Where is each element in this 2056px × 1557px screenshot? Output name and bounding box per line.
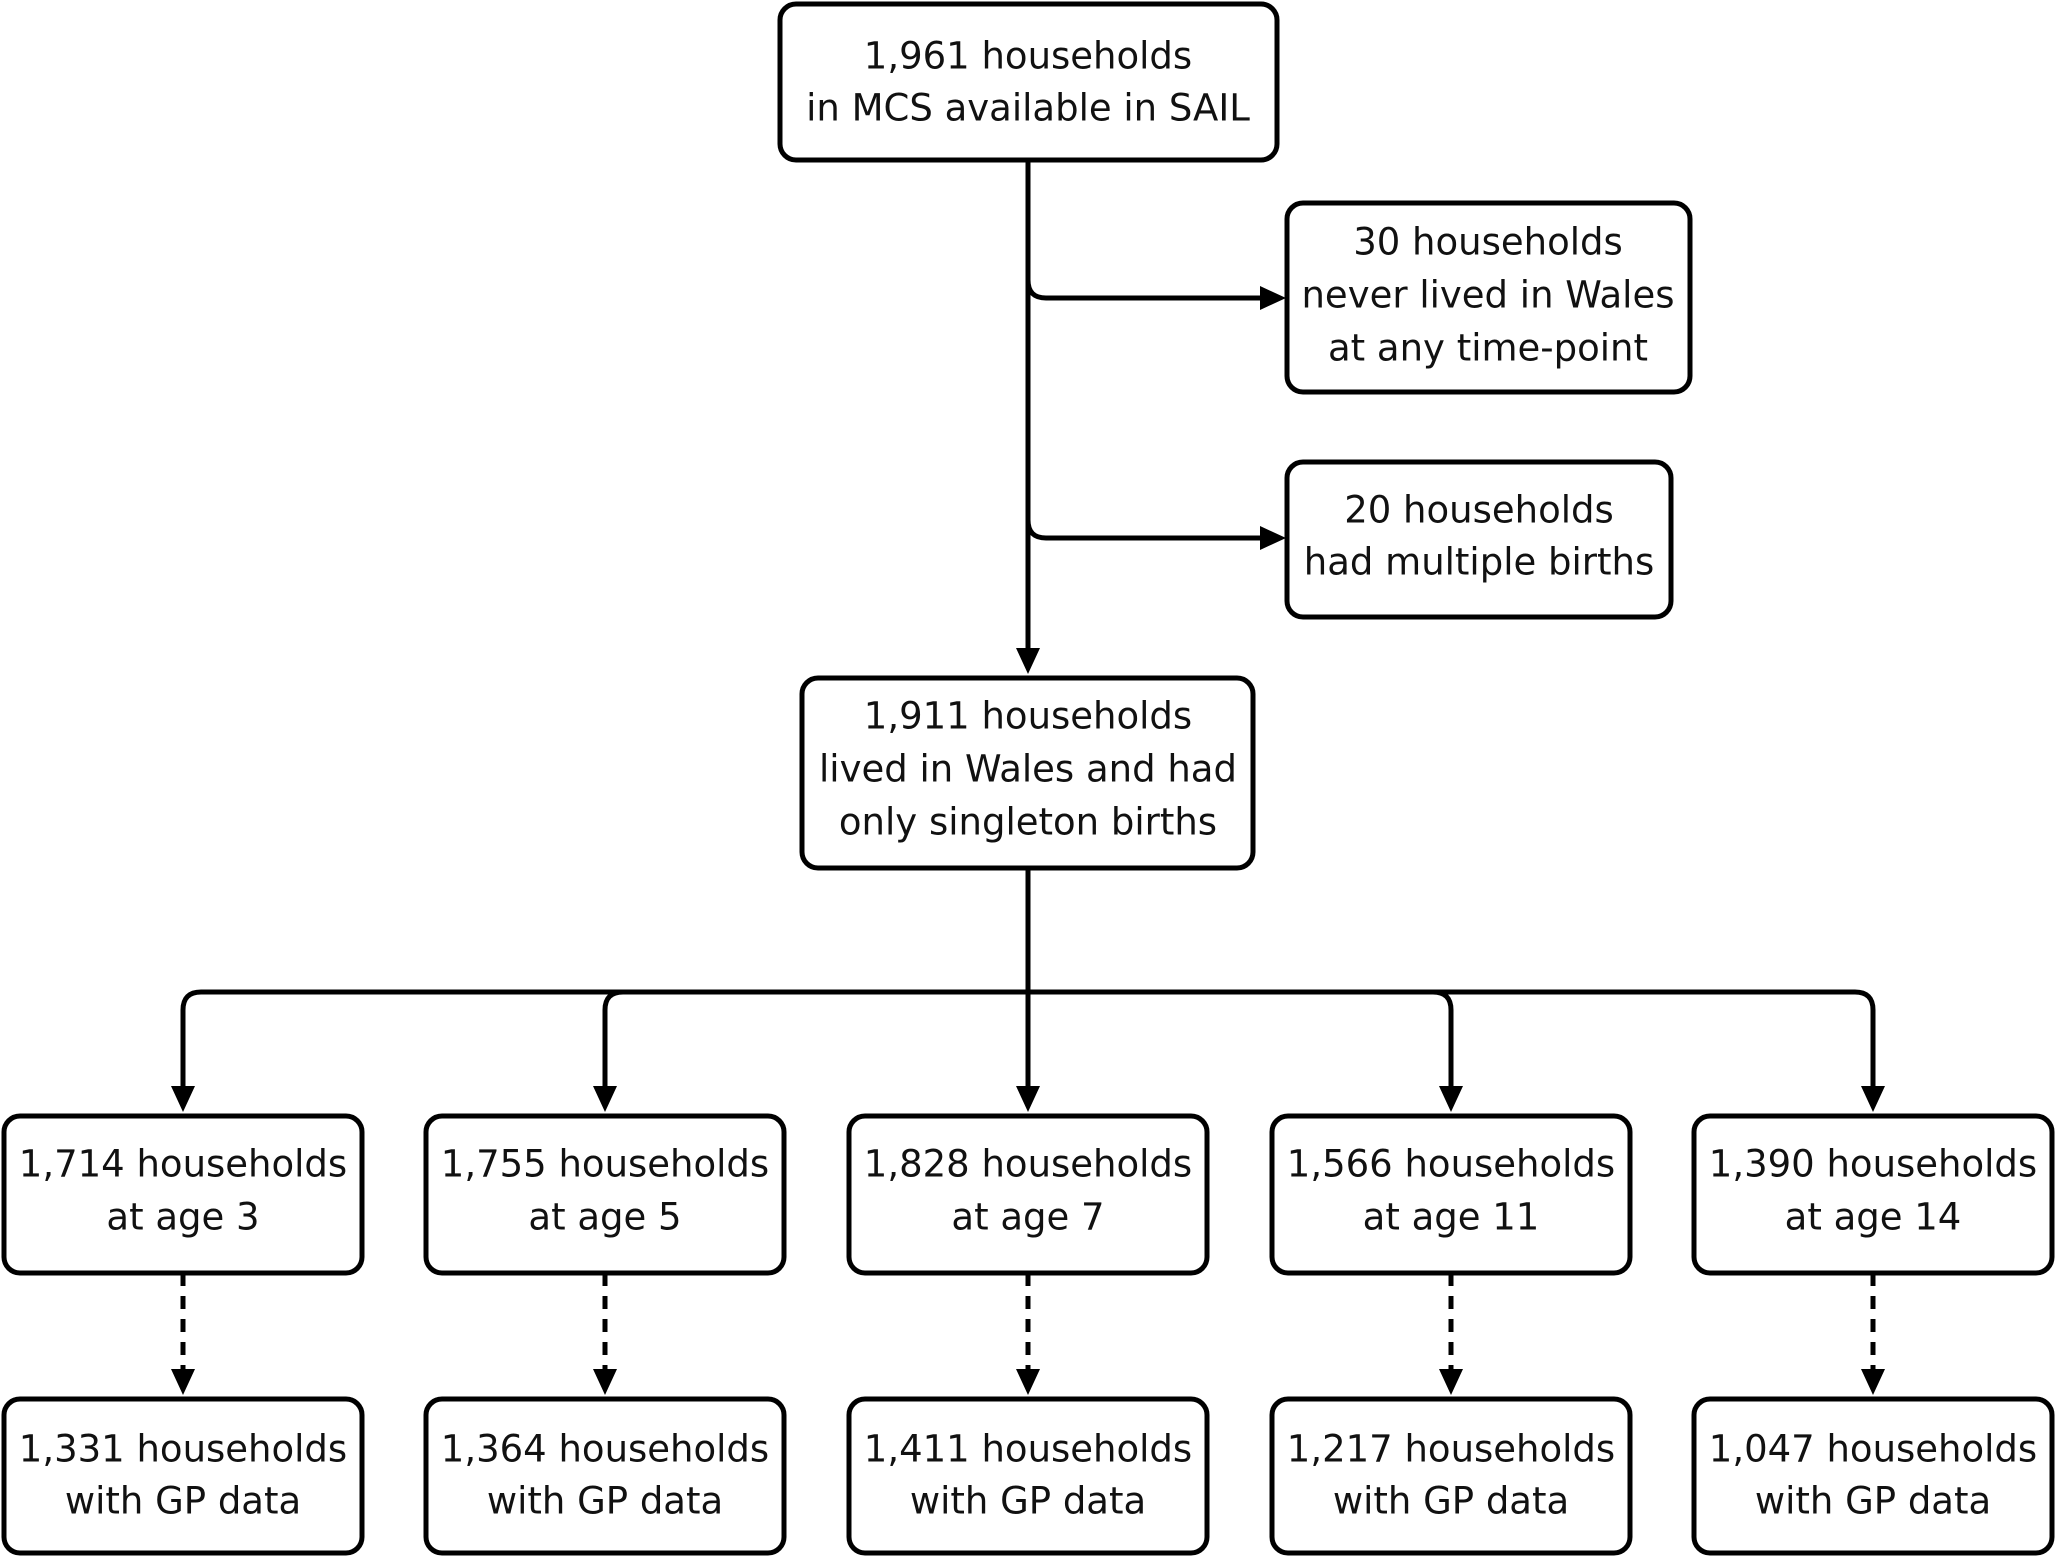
node-age-3-line2: at age 3 bbox=[106, 1196, 259, 1239]
node-exclusion-1-box bbox=[1284, 200, 1693, 395]
connectors bbox=[171, 160, 1885, 1395]
node-exclusion-2-line2: had multiple births bbox=[1304, 541, 1654, 584]
node-eligible-households-box bbox=[799, 675, 1256, 871]
node-exclusion-1-line3: at any time-point bbox=[1328, 327, 1648, 370]
node-gp-age-7: 1,411 households with GP data bbox=[846, 1396, 1210, 1556]
arrowhead-gp-3 bbox=[1016, 1369, 1040, 1395]
arrowhead-exclusion-2 bbox=[1260, 526, 1286, 550]
connector-bus-age-11 bbox=[1432, 989, 1454, 1088]
node-age-11-line2: at age 11 bbox=[1363, 1196, 1540, 1239]
node-age-11: 1,566 households at age 11 bbox=[1269, 1113, 1633, 1276]
node-gp-age-5-line1: 1,364 households bbox=[441, 1428, 769, 1471]
node-gp-age-11-line2: with GP data bbox=[1333, 1480, 1569, 1523]
node-gp-age-3-line2: with GP data bbox=[65, 1480, 301, 1523]
arrowhead-age-5 bbox=[593, 1086, 617, 1112]
arrowhead-age-11 bbox=[1439, 1086, 1463, 1112]
connector-bus bbox=[180, 989, 1876, 1088]
node-gp-age-5-line2: with GP data bbox=[487, 1480, 723, 1523]
node-eligible-households: 1,911 households lived in Wales and had … bbox=[799, 675, 1256, 871]
node-gp-age-11-box bbox=[1269, 1396, 1633, 1556]
node-gp-age-7-line1: 1,411 households bbox=[864, 1428, 1192, 1471]
arrowhead-middle bbox=[1016, 648, 1040, 674]
node-age-14-box bbox=[1691, 1113, 2055, 1276]
connector-bus-age-5 bbox=[602, 989, 624, 1088]
node-total-households-box bbox=[777, 1, 1280, 163]
node-total-households-line1: 1,961 households bbox=[864, 35, 1192, 78]
node-age-14-line1: 1,390 households bbox=[1709, 1143, 2037, 1186]
node-age-7-box bbox=[846, 1113, 1210, 1276]
node-age-7: 1,828 households at age 7 bbox=[846, 1113, 1210, 1276]
node-total-households: 1,961 households in MCS available in SAI… bbox=[777, 1, 1280, 163]
node-gp-age-3-line1: 1,331 households bbox=[19, 1428, 347, 1471]
node-age-11-box bbox=[1269, 1113, 1633, 1276]
arrowhead-age-14 bbox=[1861, 1086, 1885, 1112]
arrowhead-gp-1 bbox=[171, 1369, 195, 1395]
node-gp-age-7-line2: with GP data bbox=[910, 1480, 1146, 1523]
node-gp-age-5-box bbox=[423, 1396, 787, 1556]
node-gp-age-14: 1,047 households with GP data bbox=[1691, 1396, 2055, 1556]
node-age-5-line1: 1,755 households bbox=[441, 1143, 769, 1186]
node-exclusion-never-lived-wales: 30 households never lived in Wales at an… bbox=[1284, 200, 1693, 395]
node-gp-age-14-line1: 1,047 households bbox=[1709, 1428, 2037, 1471]
node-age-3-line1: 1,714 households bbox=[19, 1143, 347, 1186]
node-gp-age-3-box bbox=[1, 1396, 365, 1556]
node-age-5-line2: at age 5 bbox=[528, 1196, 681, 1239]
node-age-3: 1,714 households at age 3 bbox=[1, 1113, 365, 1276]
connector-to-exclusion-2 bbox=[1025, 519, 1262, 541]
node-exclusion-2-line1: 20 households bbox=[1344, 489, 1614, 532]
node-eligible-households-line1: 1,911 households bbox=[864, 695, 1192, 738]
node-eligible-households-line2: lived in Wales and had bbox=[819, 748, 1237, 791]
node-gp-age-7-box bbox=[846, 1396, 1210, 1556]
node-age-5-box bbox=[423, 1113, 787, 1276]
arrowhead-age-7 bbox=[1016, 1086, 1040, 1112]
node-exclusion-1-line1: 30 households bbox=[1353, 221, 1623, 264]
connector-to-exclusion-1 bbox=[1025, 279, 1262, 301]
node-gp-age-14-line2: with GP data bbox=[1755, 1480, 1991, 1523]
node-exclusion-2-box bbox=[1284, 459, 1674, 620]
node-exclusion-1-line2: never lived in Wales bbox=[1301, 274, 1674, 317]
arrowhead-gp-4 bbox=[1439, 1369, 1463, 1395]
node-eligible-households-line3: only singleton births bbox=[839, 801, 1217, 844]
node-age-11-line1: 1,566 households bbox=[1287, 1143, 1615, 1186]
age-nodes: 1,714 households at age 3 1,755 househol… bbox=[1, 1113, 2055, 1276]
node-gp-age-5: 1,364 households with GP data bbox=[423, 1396, 787, 1556]
gp-nodes: 1,331 households with GP data 1,364 hous… bbox=[1, 1396, 2055, 1556]
node-gp-age-11: 1,217 households with GP data bbox=[1269, 1396, 1633, 1556]
arrowhead-age-3 bbox=[171, 1086, 195, 1112]
node-age-3-box bbox=[1, 1113, 365, 1276]
node-gp-age-11-line1: 1,217 households bbox=[1287, 1428, 1615, 1471]
node-age-14: 1,390 households at age 14 bbox=[1691, 1113, 2055, 1276]
node-total-households-line2: in MCS available in SAIL bbox=[806, 87, 1250, 130]
arrowhead-gp-5 bbox=[1861, 1369, 1885, 1395]
node-age-7-line2: at age 7 bbox=[951, 1196, 1104, 1239]
node-age-7-line1: 1,828 households bbox=[864, 1143, 1192, 1186]
node-gp-age-14-box bbox=[1691, 1396, 2055, 1556]
arrowhead-exclusion-1 bbox=[1260, 286, 1286, 310]
arrowhead-gp-2 bbox=[593, 1369, 617, 1395]
node-age-5: 1,755 households at age 5 bbox=[423, 1113, 787, 1276]
node-gp-age-3: 1,331 households with GP data bbox=[1, 1396, 365, 1556]
node-exclusion-multiple-births: 20 households had multiple births bbox=[1284, 459, 1674, 620]
node-age-14-line2: at age 14 bbox=[1785, 1196, 1962, 1239]
